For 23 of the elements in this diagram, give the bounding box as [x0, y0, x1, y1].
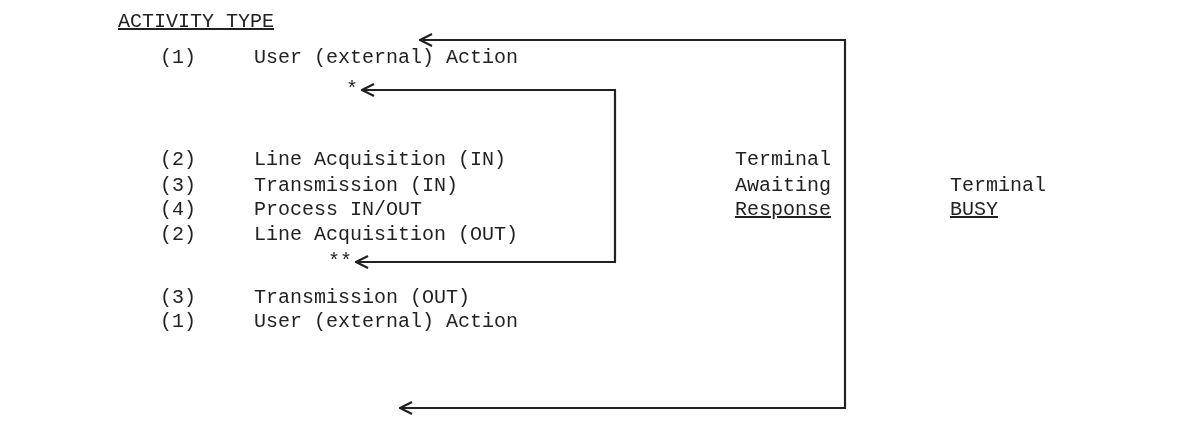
activity-text: Transmission (IN): [254, 174, 459, 198]
item-number: (3): [160, 286, 196, 310]
item-number: (1): [160, 310, 196, 334]
item-number: (2): [160, 148, 196, 172]
item-number: (4): [160, 198, 196, 222]
state-label: Response: [735, 198, 831, 222]
asterisk-marker: **: [328, 250, 352, 274]
state-label: BUSY: [950, 198, 998, 222]
activity-text: Line Acquisition (IN): [254, 148, 507, 172]
item-number: (2): [160, 223, 196, 247]
state-label: Awaiting: [735, 174, 831, 198]
state-label: Terminal: [735, 148, 831, 172]
bracket-arrow: [354, 82, 617, 270]
activity-text: User (external) Action: [254, 46, 519, 70]
activity-text: User (external) Action: [254, 310, 519, 334]
state-label: Terminal: [950, 174, 1046, 198]
activity-text: Process IN/OUT: [254, 198, 423, 222]
activity-text: Line Acquisition (OUT): [254, 223, 519, 247]
asterisk-marker: *: [346, 78, 358, 102]
activity-text: Transmission (OUT): [254, 286, 471, 310]
item-number: (3): [160, 174, 196, 198]
heading: ACTIVITY_TYPE: [118, 10, 275, 34]
item-number: (1): [160, 46, 196, 70]
